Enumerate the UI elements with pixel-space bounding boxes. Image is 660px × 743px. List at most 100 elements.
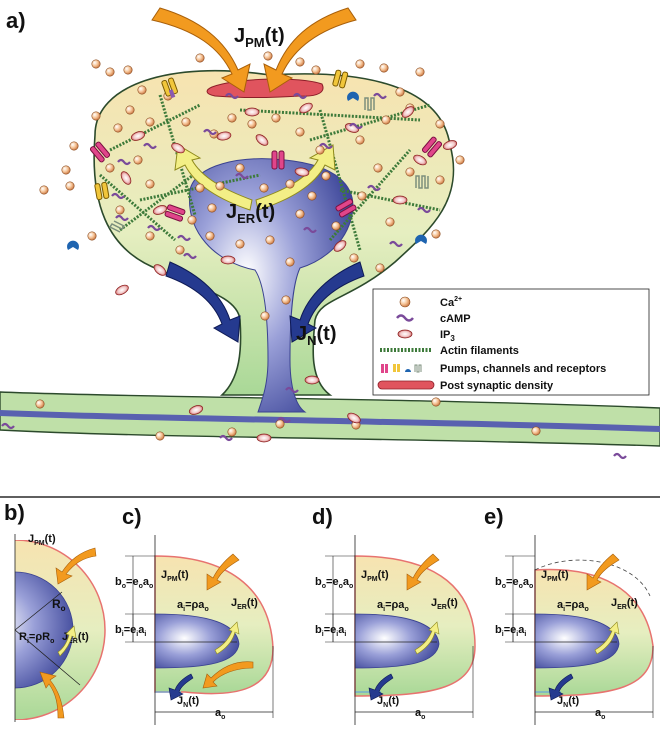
calcium-ion: [227, 113, 237, 123]
flux-n-label: JN(t): [557, 695, 580, 709]
ai-label: ai=ρao: [177, 599, 209, 613]
camp-molecule: [389, 240, 403, 248]
camp-molecule: [285, 386, 299, 394]
calcium-ion: [265, 235, 275, 245]
ai-label: ai=ρao: [557, 599, 589, 613]
camp-molecule: [293, 92, 307, 100]
calcium-ion: [455, 155, 465, 165]
pumps-channels-icon: [381, 364, 422, 373]
flux-n-label: JN(t): [377, 695, 400, 709]
ip3-molecule: [401, 106, 415, 118]
calcium-ion: [357, 191, 367, 201]
legend-ip3: IP3: [440, 329, 455, 343]
flux-pm-arrow: [586, 553, 620, 591]
ri-radius-line: [14, 629, 81, 686]
calcium-ion: [137, 85, 147, 95]
calcium-ion: [321, 171, 331, 181]
panel-b-label: b): [4, 500, 25, 525]
camp-molecule: [417, 206, 431, 214]
channels-receptors: [67, 69, 443, 250]
ao-label: ao: [415, 707, 425, 721]
calcium-ion: [145, 179, 155, 189]
calcium-ion: [331, 221, 341, 231]
calcium-ion: [195, 53, 205, 63]
camp-molecule: [319, 142, 333, 150]
panel-c-label: c): [122, 504, 142, 529]
bo-label: bo=eoao: [115, 576, 153, 590]
inner-compartment: [154, 613, 240, 669]
calcium-ion: [285, 179, 295, 189]
legend-actin: Actin filaments: [440, 345, 519, 357]
ip3-molecule: [130, 131, 146, 141]
inner-compartment: [354, 613, 440, 669]
calcium-ion: [435, 119, 445, 129]
flux-pm-arrow-left: [151, 7, 251, 93]
flux-er-arrow-right: [255, 144, 336, 211]
ri-label: Ri=ρRo: [19, 631, 54, 645]
flux-n-arrow: [368, 673, 394, 701]
calcium-ion: [227, 427, 237, 437]
calcium-ion: [285, 257, 295, 267]
calcium-ion: [35, 399, 45, 409]
flux-n-label: JN(t): [296, 323, 337, 348]
calcium-ion: [259, 183, 269, 193]
camp-molecule: [219, 434, 233, 442]
calcium-ion: [187, 215, 197, 225]
flux-er-label: JER(t): [431, 597, 458, 611]
pink-channel-icon: [335, 198, 357, 218]
camp-molecule: [143, 142, 157, 150]
camp-molecule: [177, 234, 191, 242]
flux-n-label: JN(t): [177, 695, 200, 709]
pink-channel-icon: [271, 150, 285, 170]
calcium-ion: [125, 105, 135, 115]
ip3-molecule: [442, 140, 458, 150]
flux-er-label: JER(t): [226, 201, 275, 226]
legend: Ca2+ cAMP IP3 Actin filaments Pumps, cha…: [372, 288, 650, 396]
flux-pm-arrow: [206, 553, 240, 591]
ip3-molecule: [304, 375, 320, 385]
ip3-molecule: [294, 167, 310, 177]
ip3-molecule: [333, 240, 347, 252]
calcium-ion: [39, 185, 49, 195]
calcium-ion: [315, 145, 325, 155]
calcium-ion: [405, 167, 415, 177]
calcium-ion: [415, 67, 425, 77]
calcium-ion: [531, 426, 541, 436]
blue-pump-icon: [347, 91, 359, 101]
ip3-molecule: [392, 195, 408, 205]
legend-psd: Post synaptic density: [440, 380, 554, 392]
calcium-ion: [311, 65, 321, 75]
yellow-receptor-icon: [161, 77, 178, 99]
calcium-ion: [235, 239, 245, 249]
calcium-ion: [431, 397, 441, 407]
panel-a: a): [0, 7, 660, 460]
camp-molecule: [203, 128, 217, 136]
camp-molecule: [613, 452, 627, 460]
camp-molecule: [147, 224, 161, 232]
svg-text:JPM(t): JPM(t): [234, 25, 285, 50]
panel-e-label: e): [484, 504, 504, 529]
ip3-molecule: [413, 154, 427, 166]
calcium-ion: [235, 163, 245, 173]
panels-cde: bo=eoaobi=eiaiai=ρaoaoJPM(t)JER(t)JN(t)b…: [115, 535, 654, 725]
calcium-ion: [275, 419, 285, 429]
ro-label: Ro: [52, 597, 66, 613]
spine-apparatus: [188, 158, 354, 413]
ip3-molecule: [244, 107, 260, 117]
flux-er-label: JER(t): [231, 597, 258, 611]
flux-er-arrow: [414, 621, 440, 655]
flux-er-arrow: [594, 621, 620, 655]
camp-molecule: [225, 92, 239, 100]
calcium-ion: [195, 183, 205, 193]
panel-a-label: a): [6, 8, 26, 33]
calcium-ion: [113, 123, 123, 133]
ip3-molecule: [188, 405, 204, 415]
calcium-ion: [379, 63, 389, 73]
camp-molecule: [115, 214, 129, 222]
bi-label: bi=eiai: [115, 624, 146, 638]
bo-label: bo=eoao: [315, 576, 353, 590]
calcium-ion-icon: [399, 296, 411, 308]
flux-er-arrow: [214, 621, 240, 655]
